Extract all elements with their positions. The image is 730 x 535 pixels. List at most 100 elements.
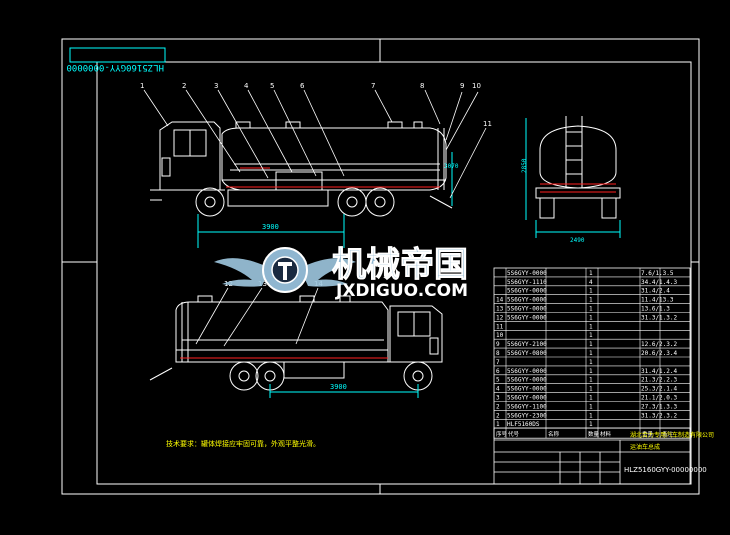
- bom-row-number: 2: [496, 403, 500, 410]
- technical-notes: 技术要求：罐体焊接应牢固可靠，外观平整光滑。: [166, 439, 320, 448]
- bom-row-material: 20.6/2.3.4: [641, 350, 678, 357]
- bom-row-code: 5S6GYY-0000: [507, 395, 547, 402]
- bom-row-number: 11: [496, 323, 504, 330]
- callout-4: 4: [244, 82, 249, 90]
- side-height-dim: 3070: [444, 163, 459, 170]
- bom-row-qty: 1: [589, 332, 593, 339]
- bom-header-cell: 数量: [588, 430, 600, 438]
- callout-1: 1: [140, 82, 144, 90]
- bom-row-material: 27.3/1.3.3: [641, 403, 678, 410]
- bom-row-number: 2: [496, 412, 500, 419]
- bom-row-qty: 1: [589, 377, 593, 384]
- top-side-view: [150, 121, 453, 217]
- bottom-dimension: [269, 384, 419, 398]
- bottom-wheelbase-dim: 3900: [330, 383, 347, 391]
- rear-dimensions: [525, 118, 621, 238]
- bom-row-material: 31.4/2.4: [641, 288, 670, 295]
- bom-row-qty: 1: [589, 386, 593, 393]
- bom-row-code: 5S6GYY-0000: [507, 306, 547, 313]
- bom-row-qty: 1: [589, 368, 593, 375]
- bom-row-qty: 1: [589, 403, 593, 410]
- watermark-logo: [214, 247, 356, 293]
- drawing-number: HLZ5160GYY-00000000: [624, 466, 707, 474]
- bom-row-number: 5: [496, 377, 500, 384]
- bom-row-number: 13: [496, 306, 504, 313]
- bom-row-material: 7.6/1.3.5: [641, 270, 674, 277]
- bom-row-material: 34.4/1.4.3: [641, 279, 678, 286]
- bom-row-code: 5S6GYY-2100: [507, 341, 547, 348]
- drawing-frame: [61, 38, 700, 495]
- top-dimension: [197, 152, 453, 248]
- bom-header-cell: 名称: [548, 430, 560, 438]
- bottom-side-view: [149, 295, 443, 391]
- bom-row-number: 8: [496, 350, 500, 357]
- bom-row-qty: 1: [589, 314, 593, 321]
- bom-table: 5S6GYY-0000 1 7.6/1.3.5 5S6GYY-1110 4 34.4/1.…: [493, 267, 691, 439]
- bom-row-code: 5S6GYY-0000: [507, 314, 547, 321]
- bom-row-qty: 1: [589, 323, 593, 330]
- bom-row-code: 5S6GYY-0000: [507, 377, 547, 384]
- bom-row-material: 31.4/1.2.4: [641, 368, 678, 375]
- bom-row-code: HLF5160DS: [507, 421, 540, 428]
- rear-view-red: [540, 183, 616, 193]
- bom-row-material: 21.1/2.0.3: [641, 395, 678, 402]
- bom-row-number: 1: [496, 421, 500, 428]
- bom-row-material: 12.6/2.3.2: [641, 341, 678, 348]
- bom-row-number: 9: [496, 341, 500, 348]
- rear-height-dim: 2850: [521, 158, 528, 173]
- bom-row-material: 31.3/1.3.2: [641, 314, 678, 321]
- rear-width-dim: 2490: [570, 237, 585, 244]
- bom-row-qty: 1: [589, 421, 593, 428]
- bom-row-qty: 1: [589, 341, 593, 348]
- bom-row-number: 6: [496, 368, 500, 375]
- product-name: 运油车总成: [630, 443, 660, 451]
- bottom-leader-lines: [195, 287, 319, 347]
- callout-10: 10: [472, 82, 481, 90]
- bom-row-qty: 1: [589, 270, 593, 277]
- watermark-url: JXDIGUO.COM: [335, 281, 468, 301]
- bom-row-qty: 1: [589, 297, 593, 304]
- bom-header-cell: 序号: [496, 430, 508, 438]
- bom-row-qty: 1: [589, 350, 593, 357]
- watermark-title: 机械帝国: [332, 245, 468, 285]
- bom-row-qty: 1: [589, 288, 593, 295]
- bom-row-code: 5S6GYY-0000: [507, 386, 547, 393]
- top-leader-lines: [143, 89, 487, 199]
- top-view-red-lines: [226, 167, 440, 188]
- bom-row-code: 5S6GYY-0000: [507, 270, 547, 277]
- bom-row-qty: 4: [589, 279, 593, 286]
- bom-row-code: 5S6GYY-0000: [507, 288, 547, 295]
- bom-row-number: 10: [496, 332, 504, 339]
- rear-view: [535, 116, 621, 219]
- bom-header-cell: 材料: [600, 430, 612, 438]
- bom-row-code: 5S6GYY-0800: [507, 350, 547, 357]
- bom-row-code: 5S6GYY-1110: [507, 279, 547, 286]
- bom-header-cell: 代号: [508, 430, 520, 438]
- callout-3: 3: [214, 82, 218, 90]
- bom-row-qty: 1: [589, 395, 593, 402]
- bom-row-code: 5S6GYY-0000: [507, 368, 547, 375]
- bom-row-material: 13.6/1.3: [641, 306, 670, 313]
- bom-row-number: 3: [496, 395, 500, 402]
- callout-2: 2: [182, 82, 186, 90]
- bom-row-number: 14: [496, 297, 504, 304]
- callout-6: 6: [300, 82, 305, 90]
- bom-row-number: 7: [496, 359, 500, 366]
- title-block: [493, 427, 691, 485]
- bom-header-cell: 重量: [642, 430, 654, 438]
- bom-row-qty: 1: [589, 306, 593, 313]
- bom-header-cell: 备注: [662, 430, 674, 438]
- svg-text:HLZ5160GYY-0000000: HLZ5160GYY-0000000: [66, 62, 164, 72]
- bom-row-number: 12: [496, 314, 504, 321]
- bom-row-code: 5S6GYY-1100: [507, 403, 547, 410]
- callout-9: 9: [460, 82, 464, 90]
- bom-row-material: 31.3/2.3.2: [641, 412, 678, 419]
- callout-5: 5: [270, 82, 274, 90]
- bom-row-code: 5S6GYY-0000: [507, 297, 547, 304]
- bom-row-material: 21.3/2.2.3: [641, 377, 678, 384]
- bom-row-material: 11.4/13.3: [641, 297, 674, 304]
- bom-row-number: 4: [496, 386, 500, 393]
- mirrored-drawing-number: HLZ5160GYY-0000000: [66, 47, 166, 72]
- bom-row-qty: 1: [589, 412, 593, 419]
